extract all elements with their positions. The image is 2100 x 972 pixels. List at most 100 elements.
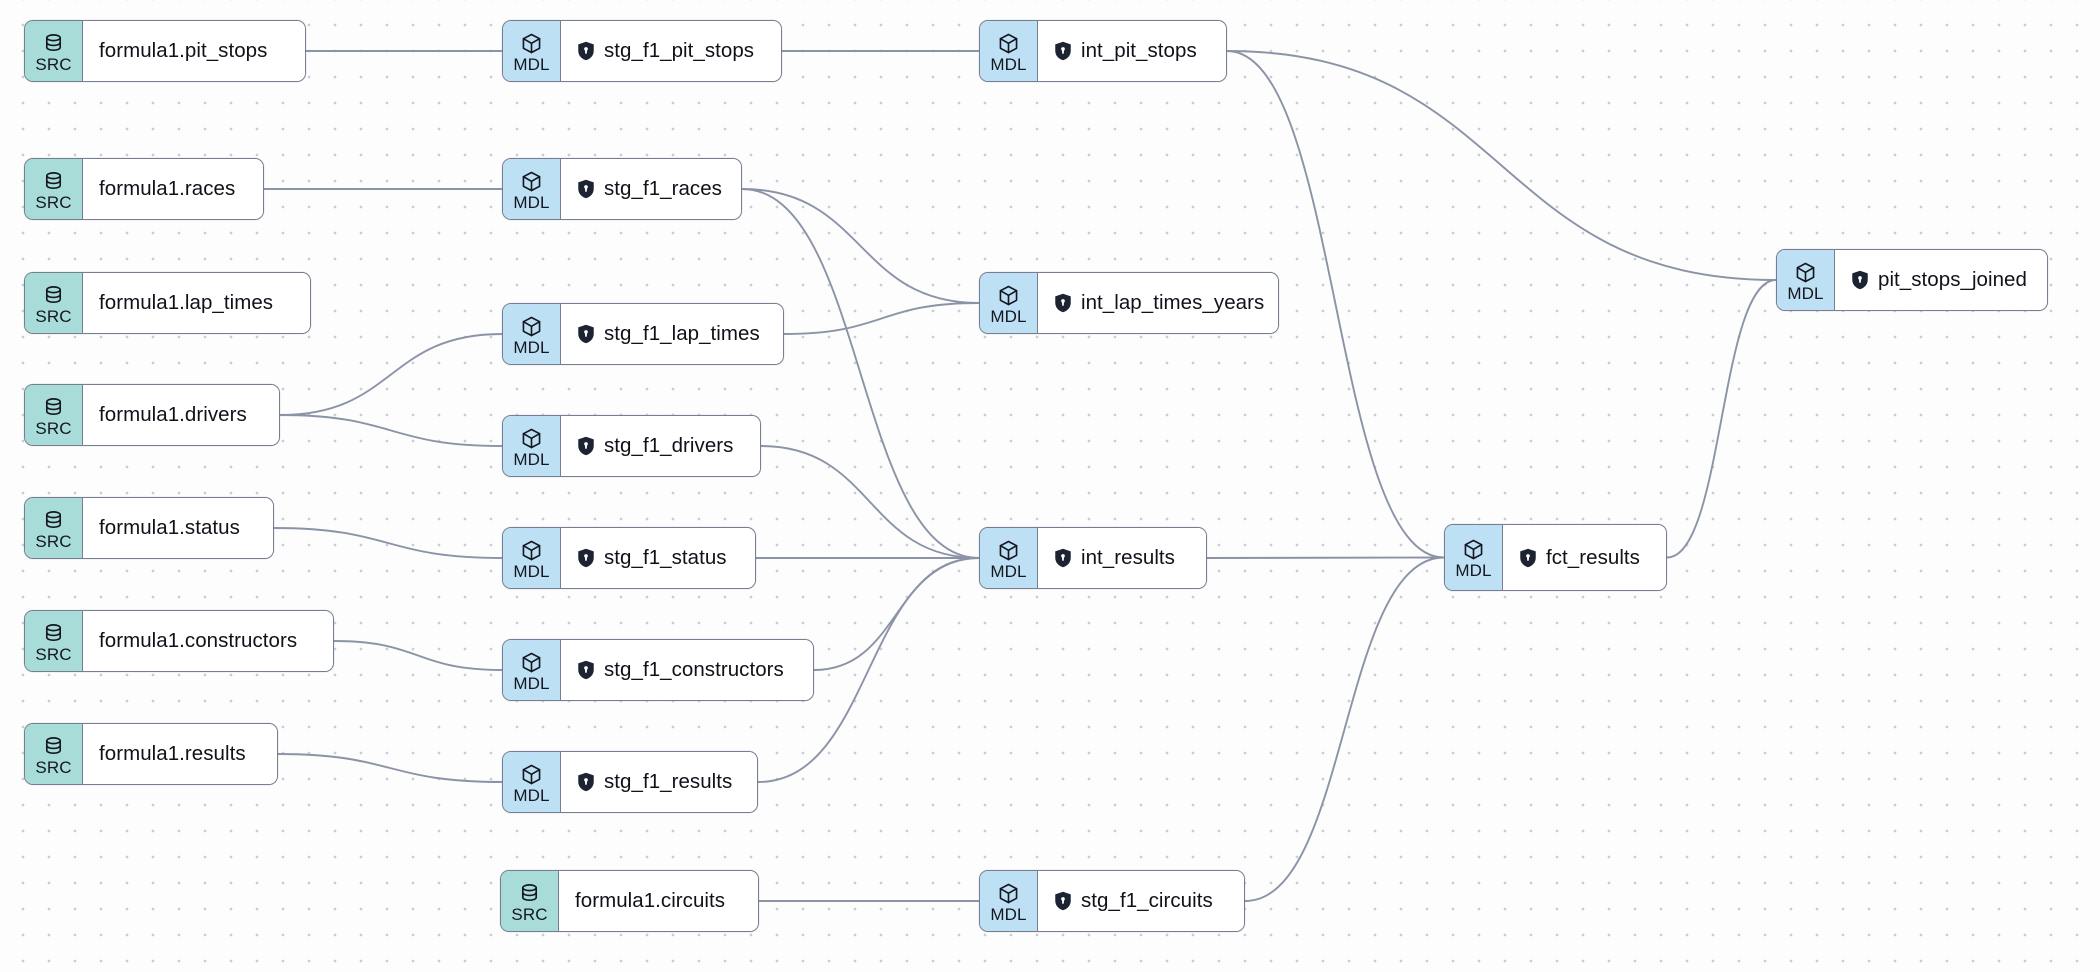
graph-node-pit_stops_joined[interactable]: MDL pit_stops_joined	[1776, 249, 2048, 311]
graph-node-int_results[interactable]: MDL int_results	[979, 527, 1207, 589]
graph-node-int_pit_stops[interactable]: MDL int_pit_stops	[979, 20, 1227, 82]
badge-label: MDL	[1787, 283, 1824, 303]
cube-icon	[520, 651, 543, 674]
src-badge: SRC	[25, 273, 83, 333]
cube-icon	[997, 539, 1020, 562]
node-label: formula1.races	[99, 177, 236, 200]
badge-label: MDL	[513, 673, 550, 693]
database-icon	[42, 32, 65, 55]
edge-src_drivers-to-stg_drivers	[279, 414, 503, 447]
mdl-badge: MDL	[503, 304, 561, 364]
cube-icon	[1462, 538, 1485, 561]
shield-lock-icon	[1851, 270, 1869, 290]
database-icon	[42, 735, 65, 758]
node-body: int_lap_times_years	[1038, 273, 1278, 333]
edge-src_status-to-stg_status	[273, 527, 503, 559]
node-label: stg_f1_circuits	[1081, 889, 1213, 912]
mdl-badge: MDL	[980, 871, 1038, 931]
edge-stg_drivers-to-int_results	[760, 445, 980, 559]
node-label: stg_f1_drivers	[604, 434, 734, 457]
src-badge: SRC	[25, 724, 83, 784]
shield-lock-icon	[577, 41, 595, 61]
badge-label: MDL	[990, 904, 1027, 924]
node-body: formula1.pit_stops	[83, 21, 305, 81]
node-body: stg_f1_circuits	[1038, 871, 1244, 931]
edge-src_results-to-stg_results	[277, 753, 503, 783]
shield-lock-icon	[577, 772, 595, 792]
node-label: int_pit_stops	[1081, 39, 1197, 62]
cube-icon	[520, 315, 543, 338]
database-icon	[518, 882, 541, 905]
edge-int_results-to-fct_results	[1206, 556, 1445, 559]
graph-node-src_results[interactable]: SRC formula1.results	[24, 723, 278, 785]
mdl-badge: MDL	[980, 21, 1038, 81]
node-label: stg_f1_races	[604, 177, 722, 200]
edge-stg_lap_times-to-int_lap_times_years	[783, 302, 980, 335]
node-label: formula1.drivers	[99, 403, 247, 426]
badge-label: SRC	[511, 904, 548, 924]
node-body: stg_f1_results	[561, 752, 757, 812]
cube-icon	[520, 32, 543, 55]
mdl-badge: MDL	[980, 528, 1038, 588]
shield-lock-icon	[1054, 548, 1072, 568]
badge-label: SRC	[35, 644, 72, 664]
database-icon	[42, 396, 65, 419]
mdl-badge: MDL	[503, 528, 561, 588]
graph-node-fct_results[interactable]: MDL fct_results	[1444, 524, 1667, 591]
badge-label: SRC	[35, 418, 72, 438]
node-body: formula1.drivers	[83, 385, 279, 445]
badge-label: MDL	[1455, 561, 1492, 580]
cube-icon	[520, 170, 543, 193]
shield-lock-icon	[1054, 41, 1072, 61]
node-body: pit_stops_joined	[1835, 250, 2047, 310]
node-body: formula1.circuits	[559, 871, 758, 931]
graph-node-stg_circuits[interactable]: MDL stg_f1_circuits	[979, 870, 1245, 932]
badge-label: SRC	[35, 192, 72, 212]
cube-icon	[997, 284, 1020, 307]
shield-lock-icon	[577, 179, 595, 199]
graph-node-stg_pit_stops[interactable]: MDL stg_f1_pit_stops	[502, 20, 782, 82]
mdl-badge: MDL	[980, 273, 1038, 333]
graph-node-src_drivers[interactable]: SRC formula1.drivers	[24, 384, 280, 446]
graph-node-src_status[interactable]: SRC formula1.status	[24, 497, 274, 559]
edge-stg_constructors-to-int_results	[813, 557, 980, 671]
badge-label: SRC	[35, 531, 72, 551]
graph-node-src_circuits[interactable]: SRC formula1.circuits	[500, 870, 759, 932]
graph-node-src_races[interactable]: SRC formula1.races	[24, 158, 264, 220]
node-label: formula1.status	[99, 516, 240, 539]
node-label: fct_results	[1546, 545, 1640, 569]
badge-label: MDL	[513, 54, 550, 74]
shield-lock-icon	[577, 324, 595, 344]
node-body: int_pit_stops	[1038, 21, 1226, 81]
database-icon	[42, 284, 65, 307]
node-body: int_results	[1038, 528, 1206, 588]
shield-lock-icon	[1519, 548, 1537, 568]
graph-node-stg_constructors[interactable]: MDL stg_f1_constructors	[502, 639, 814, 701]
node-body: fct_results	[1503, 525, 1666, 590]
cube-icon	[520, 427, 543, 450]
cube-icon	[997, 32, 1020, 55]
node-label: int_results	[1081, 546, 1175, 569]
node-body: formula1.lap_times	[83, 273, 310, 333]
mdl-badge: MDL	[503, 752, 561, 812]
src-badge: SRC	[25, 611, 83, 671]
edge-stg_races-to-int_results	[741, 188, 980, 559]
node-label: formula1.constructors	[99, 629, 298, 652]
shield-lock-icon	[577, 660, 595, 680]
src-badge: SRC	[25, 498, 83, 558]
node-label: formula1.results	[99, 742, 246, 765]
graph-node-src_constructors[interactable]: SRC formula1.constructors	[24, 610, 334, 672]
node-label: stg_f1_constructors	[604, 658, 784, 681]
shield-lock-icon	[577, 548, 595, 568]
shield-lock-icon	[1054, 293, 1072, 313]
node-body: stg_f1_pit_stops	[561, 21, 781, 81]
